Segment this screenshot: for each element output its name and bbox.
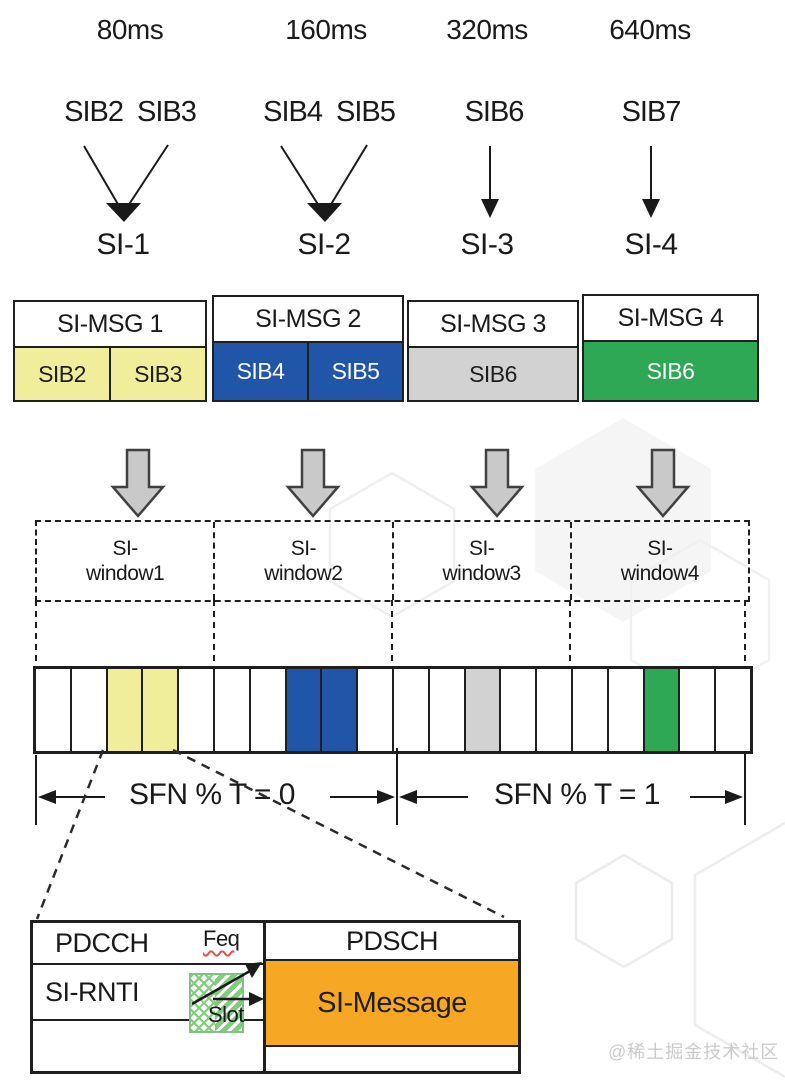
si-window-box: SI-window1 SI-window2 SI-window3 SI-wind… [35,520,750,602]
si-rnti-label: SI-RNTI [45,976,140,1007]
slot-label: Slot [208,1002,244,1027]
subframe-timeline [33,666,753,754]
sib-group: SIB7 [621,96,682,129]
timeline-cell [714,669,750,751]
pdsch-box: PDSCH SI-Message [263,920,521,1074]
pdcch-label: PDCCH [33,923,266,965]
feq-label: Feq [203,926,240,951]
si-msg-title: SI-MSG 1 [15,302,205,348]
merge-arrow-icon [83,144,652,207]
si-window-label: SI-window1 [86,537,165,585]
hexagon-watermark [574,853,674,969]
down-block-arrow-icon [110,448,691,518]
si-msg-title: SI-MSG 3 [409,302,577,348]
sib-label: SIB6 [464,96,525,128]
sib-cell: SIB6 [409,348,577,400]
sfn-label-left: SFN % T = 0 [129,778,295,811]
pdsch-label: PDSCH [345,925,439,956]
timeline-cell [212,669,249,751]
si-msg-box: SI-MSG 2 SIB4 SIB5 [212,295,404,402]
timeline-cell [535,669,571,751]
sib-label: SIB2 [64,96,124,128]
si-window-label: SI-window3 [442,537,522,585]
si-window-label: SI-window4 [620,537,700,585]
arrowhead-icon [106,199,660,222]
si-group-label: SI-4 [624,228,678,261]
timeline-cell [356,669,392,751]
si-msg-box: SI-MSG 4 SIB6 [582,294,759,402]
timeline-cell [570,669,607,751]
sib-group: SIB4 SIB5 [263,96,396,129]
zoom-guide-line [35,748,505,920]
si-window-cell: SI-window1 [37,522,213,600]
sib-label: SIB5 [336,96,396,128]
period-label: 160ms [285,14,367,45]
period-label: 80ms [96,14,164,45]
timeline-cell [499,669,535,751]
watermark: @稀土掘金技术社区 [608,1042,780,1062]
sib-label: SIB4 [263,96,323,128]
sib-cell: SIB6 [584,342,757,400]
sib-group: SIB6 [464,96,525,129]
sib-cell: SIB5 [307,343,402,400]
sib-cell: SIB4 [214,343,307,400]
si-group-label: SI-2 [297,228,351,261]
timeline-cell [427,669,464,751]
si-msg-title: SI-MSG 4 [584,296,757,342]
pdcch-box: PDCCH SI-RNTI [30,920,269,1074]
pdsch-empty-row [266,1047,518,1071]
si-msg-box: SI-MSG 3 SIB6 [407,300,579,402]
timeline-cell [105,669,142,751]
timeline-cell [36,669,70,751]
si-msg-box: SI-MSG 1 SIB2 SIB3 [13,300,207,402]
drop-line [35,600,746,665]
si-group-label: SI-1 [96,228,150,261]
timeline-cell [141,669,178,751]
timeline-cell [248,669,285,751]
sfn-label-right: SFN % T = 1 [494,778,660,811]
timeline-cell [177,669,213,751]
timeline-cell [284,669,321,751]
si-window-cell: SI-window4 [569,522,748,600]
timeline-cell [642,669,679,751]
timeline-cell [606,669,643,751]
sib-cell: SIB2 [15,348,109,400]
si-group-label: SI-3 [460,228,514,261]
sib-cell: SIB3 [109,348,205,400]
si-message-box: SI-Message [266,959,518,1047]
sib-label: SIB7 [621,96,682,128]
sib-group: SIB2 SIB3 [64,96,197,129]
timeline-cell [320,669,357,751]
si-window-label: SI-window2 [264,537,343,585]
si-window-cell: SI-window2 [213,522,391,600]
period-label: 640ms [609,14,691,45]
si-window-cell: SI-window3 [391,522,570,600]
period-label: 320ms [446,14,528,45]
si-msg-title: SI-MSG 2 [214,297,402,343]
timeline-cell [678,669,714,751]
sib-label: SIB3 [137,96,197,128]
timeline-cell [463,669,500,751]
timeline-cell [69,669,106,751]
timeline-cell [391,669,428,751]
